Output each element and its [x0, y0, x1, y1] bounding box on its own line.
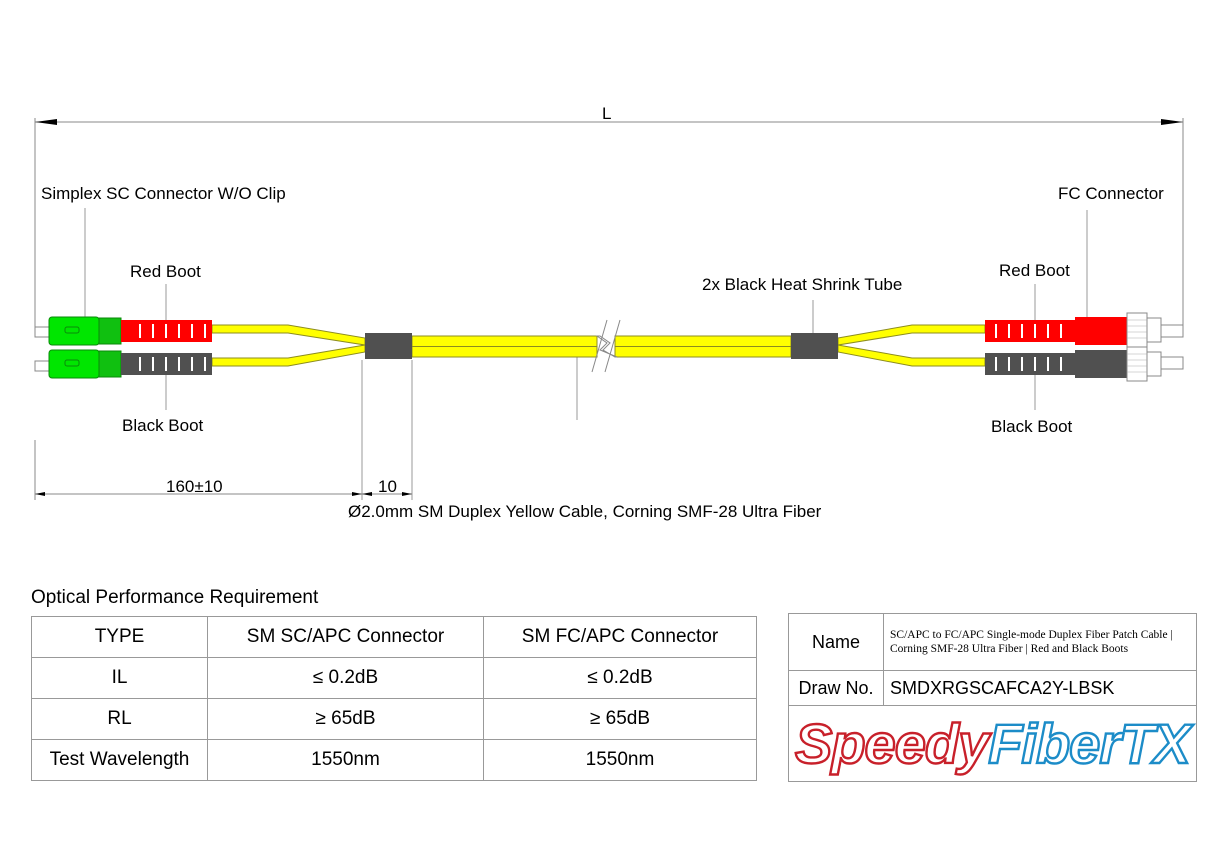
- sc-connector-top: [34, 316, 212, 346]
- speedyfibertx-logo: SpeedyFiberTX: [794, 711, 1192, 776]
- name-label: Name: [788, 613, 884, 671]
- logo-cell: SpeedyFiberTX: [788, 705, 1197, 782]
- length-label: L: [602, 104, 612, 123]
- left-connector-label: Simplex SC Connector W/O Clip: [41, 184, 286, 203]
- header-type: TYPE: [31, 616, 208, 658]
- cable-drawing: [34, 118, 1184, 500]
- breakout-dimension: 160±10: [166, 477, 223, 496]
- length-dimension: [34, 118, 1184, 330]
- fc-connector-bottom: [985, 346, 1184, 382]
- arrow-right-icon: [1161, 119, 1183, 125]
- heat-shrink-tube-right: [791, 333, 838, 359]
- left-red-boot-label: Red Boot: [130, 262, 201, 281]
- header-fc: SM FC/APC Connector: [483, 616, 757, 658]
- right-red-boot-label: Red Boot: [999, 261, 1070, 280]
- performance-title: Optical Performance Requirement: [31, 587, 319, 608]
- right-black-boot-label: Black Boot: [991, 417, 1073, 436]
- name-value: SC/APC to FC/APC Single-mode Duplex Fibe…: [883, 613, 1197, 671]
- arrow-left-icon: [35, 119, 57, 125]
- performance-table: TYPE SM SC/APC Connector SM FC/APC Conne…: [31, 616, 757, 781]
- table-row: Test Wavelength 1550nm 1550nm: [31, 739, 757, 781]
- table-row: IL ≤ 0.2dB ≤ 0.2dB: [31, 657, 757, 699]
- left-black-boot-label: Black Boot: [122, 416, 204, 435]
- sc-connector-bottom: [34, 349, 212, 379]
- table-row: RL ≥ 65dB ≥ 65dB: [31, 698, 757, 740]
- draw-label: Draw No.: [788, 670, 884, 706]
- cable-break-mark: [591, 319, 621, 373]
- fc-connector-top: [985, 312, 1184, 348]
- heat-shrink-label: 2x Black Heat Shrink Tube: [702, 275, 903, 294]
- header-sc: SM SC/APC Connector: [207, 616, 484, 658]
- heat-shrink-tube-left: [365, 333, 412, 359]
- tube-dimension: 10: [378, 477, 397, 496]
- yellow-cable: [211, 324, 986, 367]
- right-connector-label: FC Connector: [1058, 184, 1164, 203]
- table-header-row: TYPE SM SC/APC Connector SM FC/APC Conne…: [31, 616, 757, 658]
- cable-description: Ø2.0mm SM Duplex Yellow Cable, Corning S…: [348, 502, 822, 521]
- draw-value: SMDXRGSCAFCA2Y-LBSK: [883, 670, 1197, 706]
- title-block: Name SC/APC to FC/APC Single-mode Duplex…: [788, 613, 1197, 782]
